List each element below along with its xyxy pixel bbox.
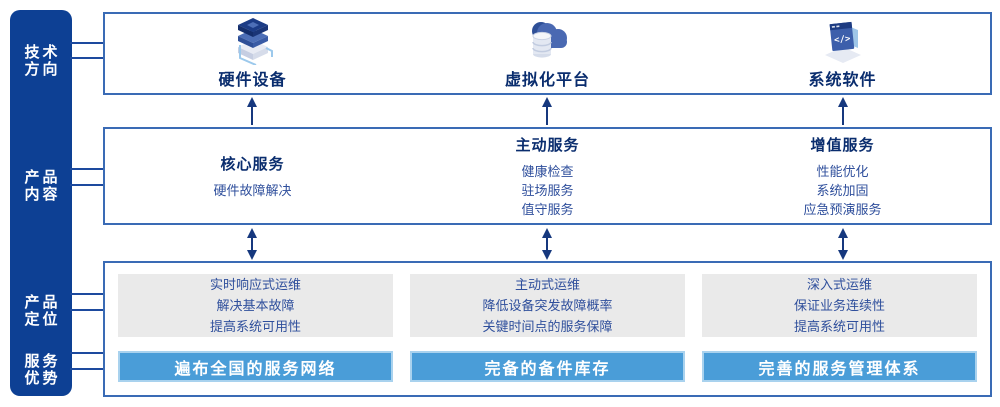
- positioning-panel: 实时响应式运维 解决基本故障 提高系统可用性: [118, 274, 393, 337]
- connector-line: [70, 168, 105, 170]
- positioning-panel: 主动式运维 降低设备突发故障概率 关键时间点的服务保障: [410, 274, 685, 337]
- connector-line: [70, 42, 105, 44]
- positioning-line: 保证业务连续性: [793, 298, 885, 313]
- double-arrow: [542, 228, 552, 260]
- positioning-group-proactive: 主动式运维 降低设备突发故障概率 关键时间点的服务保障 完备的备件库存: [410, 274, 685, 382]
- product-content-box: 核心服务 硬件故障解决 主动服务 健康检查 驻场服务 值守服务 增值服务 性能优…: [103, 127, 992, 225]
- service-item: 健康检查: [521, 163, 574, 179]
- sidebar-label-service-advantage: 服务 优势: [10, 353, 72, 387]
- tech-label: 虚拟化平台: [504, 72, 590, 89]
- svg-text:</>: </>: [833, 34, 851, 46]
- service-title: 核心服务: [220, 155, 285, 173]
- service-item: 系统加固: [816, 182, 869, 198]
- service-title: 主动服务: [515, 136, 580, 154]
- advantage-bar: 完备的备件库存: [410, 351, 685, 382]
- tech-label: 硬件设备: [218, 72, 287, 89]
- cloud-database-icon: [531, 22, 567, 58]
- positioning-group-realtime: 实时响应式运维 解决基本故障 提高系统可用性 遍布全国的服务网络: [118, 274, 393, 382]
- up-arrow: [838, 97, 848, 125]
- positioning-line: 深入式运维: [806, 277, 872, 292]
- tech-cell-hardware: 硬件设备: [105, 14, 400, 93]
- advantage-bar: 遍布全国的服务网络: [118, 351, 393, 382]
- sidebar-label-line: 服务: [24, 353, 61, 370]
- positioning-advantage-box: 实时响应式运维 解决基本故障 提高系统可用性 遍布全国的服务网络 主动式运维 降…: [103, 261, 992, 397]
- service-column-core: 核心服务 硬件故障解决: [105, 129, 400, 223]
- advantage-bar: 完善的服务管理体系: [702, 351, 977, 382]
- service-column-proactive: 主动服务 健康检查 驻场服务 值守服务: [400, 129, 695, 223]
- tech-direction-box: 硬件设备 虚拟化平台: [103, 12, 992, 95]
- connector-line: [70, 293, 105, 295]
- sidebar-label-line: 技术: [24, 44, 61, 61]
- service-item: 硬件故障解决: [213, 182, 292, 198]
- sidebar-label-line: 优势: [24, 370, 61, 387]
- service-item: 驻场服务: [521, 182, 574, 198]
- sidebar-label-product-positioning: 产品 定位: [10, 294, 72, 328]
- positioning-line: 关键时间点的服务保障: [482, 319, 613, 334]
- service-title: 增值服务: [810, 136, 875, 154]
- connector-line: [70, 352, 105, 354]
- service-item: 应急预演服务: [803, 201, 882, 217]
- up-arrow: [247, 97, 257, 125]
- positioning-line: 降低设备突发故障概率: [482, 298, 613, 313]
- sidebar-label-line: 方向: [24, 61, 61, 78]
- positioning-line: 提高系统可用性: [793, 319, 885, 334]
- tech-cell-system-software: </> 系统软件: [695, 14, 990, 93]
- connector-line: [70, 368, 105, 370]
- positioning-group-deep: 深入式运维 保证业务连续性 提高系统可用性 完善的服务管理体系: [702, 274, 977, 382]
- server-stack-icon: [237, 18, 273, 65]
- up-arrow: [542, 97, 552, 125]
- service-item: 性能优化: [816, 163, 869, 179]
- sidebar-label-line: 产品: [24, 169, 61, 186]
- positioning-line: 实时响应式运维: [209, 277, 301, 292]
- positioning-line: 提高系统可用性: [209, 319, 301, 334]
- connector-line: [70, 57, 105, 59]
- positioning-panel: 深入式运维 保证业务连续性 提高系统可用性: [702, 274, 977, 337]
- tech-label: 系统软件: [808, 72, 877, 89]
- software-window-icon: </>: [824, 21, 861, 63]
- service-column-value-added: 增值服务 性能优化 系统加固 应急预演服务: [695, 129, 990, 223]
- connector-line: [70, 184, 105, 186]
- sidebar-label-line: 内容: [24, 186, 61, 203]
- double-arrow: [838, 228, 848, 260]
- category-sidebar: 技术 方向 产品 内容 产品 定位 服务 优势: [10, 10, 72, 396]
- connector-line: [70, 309, 105, 311]
- sidebar-label-product-content: 产品 内容: [10, 169, 72, 203]
- sidebar-label-line: 产品: [24, 294, 61, 311]
- sidebar-label-tech-direction: 技术 方向: [10, 44, 72, 78]
- double-arrow: [247, 228, 257, 260]
- service-item: 值守服务: [521, 201, 574, 217]
- tech-cell-virtualization: 虚拟化平台: [400, 14, 695, 93]
- sidebar-label-line: 定位: [24, 311, 61, 328]
- positioning-line: 解决基本故障: [216, 298, 295, 313]
- positioning-line: 主动式运维: [514, 277, 580, 292]
